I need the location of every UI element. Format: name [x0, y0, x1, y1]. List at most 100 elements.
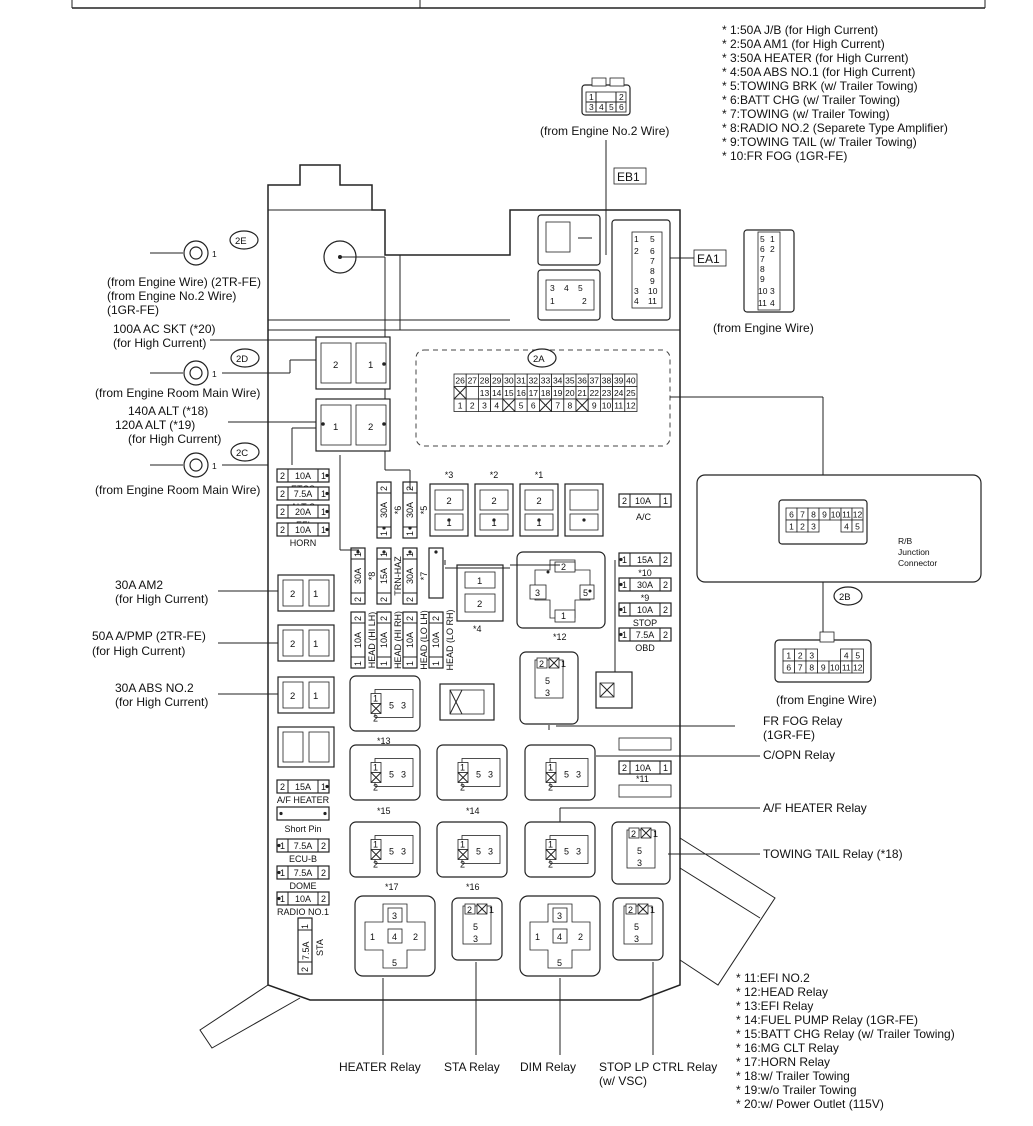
legend-top-4: * 5:TOWING BRK (w/ Trailer Towing)	[722, 79, 918, 93]
svg-text:3: 3	[589, 102, 594, 112]
svg-text:2: 2	[290, 691, 295, 702]
dim-relay: DIM Relay	[520, 1060, 576, 1074]
svg-text:5: 5	[609, 102, 614, 112]
conn-2a-pin-label: 31	[516, 376, 526, 386]
svg-text:1: 1	[634, 234, 639, 244]
fuse-pin: 1	[321, 507, 326, 517]
fuse-pin: 2	[321, 868, 326, 878]
svg-text:2: 2	[368, 422, 373, 433]
short-pin	[276, 806, 330, 821]
relay-pin: 3	[401, 847, 406, 857]
vertical-fuse	[428, 611, 444, 669]
big-fuse-pin: 2	[536, 496, 541, 507]
svg-text:4: 4	[634, 296, 639, 306]
svg-text:1: 1	[212, 369, 217, 379]
relay-pin: 1	[561, 659, 566, 669]
vertical-fuse	[376, 481, 392, 539]
fuse-name: HEAD (HI LH)	[367, 612, 377, 669]
svg-text:1: 1	[477, 576, 482, 587]
fuse-pin: 2	[280, 471, 285, 481]
relay-pin: 1	[548, 840, 553, 850]
legend-top-8: * 9:TOWING TAIL (w/ Trailer Towing)	[722, 135, 917, 149]
conn-2a-pin-label: 39	[614, 376, 624, 386]
fuse-pin: 2	[280, 489, 285, 499]
legend-top-7: * 8:RADIO NO.2 (Separete Type Amplifier)	[722, 121, 948, 135]
fuse-amp: 10A	[379, 632, 389, 648]
svg-text:11: 11	[758, 298, 767, 308]
svg-text:2: 2	[477, 599, 482, 610]
connector-2a-area	[415, 348, 671, 447]
towing-tail-relay: TOWING TAIL Relay (*18)	[763, 847, 903, 861]
relay-pin: 3	[488, 770, 493, 780]
fuse-amp: 30A	[379, 502, 389, 518]
fuse	[276, 468, 330, 483]
fuse	[276, 838, 330, 853]
gridrb-pin-label: 6	[789, 510, 794, 520]
relay-pin: 4	[392, 932, 397, 942]
svg-text:1: 1	[300, 924, 310, 929]
svg-text:1: 1	[663, 496, 668, 506]
relay-pin: 1	[373, 763, 378, 773]
fuse-pin: 2	[663, 630, 668, 640]
relay-pin: 5	[637, 846, 642, 856]
sta-fuse: 1 2	[297, 917, 313, 975]
relay-pin: 2	[413, 932, 418, 942]
fuse-name: HEAD (LO RH)	[445, 609, 455, 670]
big-fuse-pin: 1	[491, 518, 496, 529]
gridrb-pin-label: 4	[844, 522, 849, 532]
mark-4: *4	[473, 624, 482, 634]
fuse-block-4: 1 2	[456, 564, 504, 622]
relay-pin: 5	[564, 770, 569, 780]
fuse-name: *7	[419, 572, 429, 581]
svg-text:1: 1	[313, 639, 318, 650]
fuse	[618, 627, 672, 642]
from-engine-wire-2b-label: (from Engine Wire)	[776, 693, 877, 707]
fuse-amp: 30A	[405, 502, 415, 518]
relay-pin: 5	[564, 847, 569, 857]
relay-pin: 2	[578, 932, 583, 942]
fuse-amp: 20A	[295, 507, 311, 517]
relay-pin: 3	[401, 701, 406, 711]
c2b-label: 2B	[839, 592, 851, 603]
c2c-label: 2C	[236, 448, 248, 459]
grid2b-pin-label: 5	[855, 651, 860, 661]
svg-text:11: 11	[648, 296, 657, 306]
vertical-fuse	[376, 611, 392, 669]
big-fuse-pin: 1	[536, 518, 541, 529]
svg-text:9: 9	[760, 274, 765, 284]
fuse-name: OBD	[635, 643, 655, 653]
left-big-fuses: 2 1 2 1 2 1	[277, 574, 335, 768]
conn-2a-pin-label: 23	[602, 388, 612, 398]
conn-2a-pin-label: 25	[626, 388, 636, 398]
fuse-pin: 2	[321, 841, 326, 851]
svg-text:5: 5	[650, 234, 655, 244]
svg-text:3: 3	[535, 588, 540, 598]
svg-text:9: 9	[650, 276, 655, 286]
fuse-pin: 1	[405, 531, 415, 536]
rb-junction-2: Connector	[898, 558, 937, 568]
fuse-amp: 10A	[431, 632, 441, 648]
big-fuse-mark: *3	[445, 470, 454, 480]
gridrb-pin	[851, 519, 864, 533]
fuse-name: ECU-B	[289, 854, 317, 864]
grid2b-pin-label: 1	[786, 651, 791, 661]
fr-fog-relay-0: FR FOG Relay	[763, 714, 842, 728]
am2-0: 30A AM2	[115, 578, 163, 592]
conn-2a-pin-label: 6	[531, 401, 536, 411]
svg-text:1: 1	[561, 611, 566, 621]
fuse-pin: 1	[622, 630, 627, 640]
vertical-fuse	[350, 611, 366, 669]
relay-pin: 3	[488, 847, 493, 857]
gridrb-pin-label: 2	[800, 522, 805, 532]
fuse-pin: 2	[663, 580, 668, 590]
sta-relay: STA Relay	[444, 1060, 500, 1074]
relay-pin: 3	[557, 911, 562, 921]
fuse-pin: 2	[663, 605, 668, 615]
fuse-name: Short Pin	[284, 824, 321, 834]
